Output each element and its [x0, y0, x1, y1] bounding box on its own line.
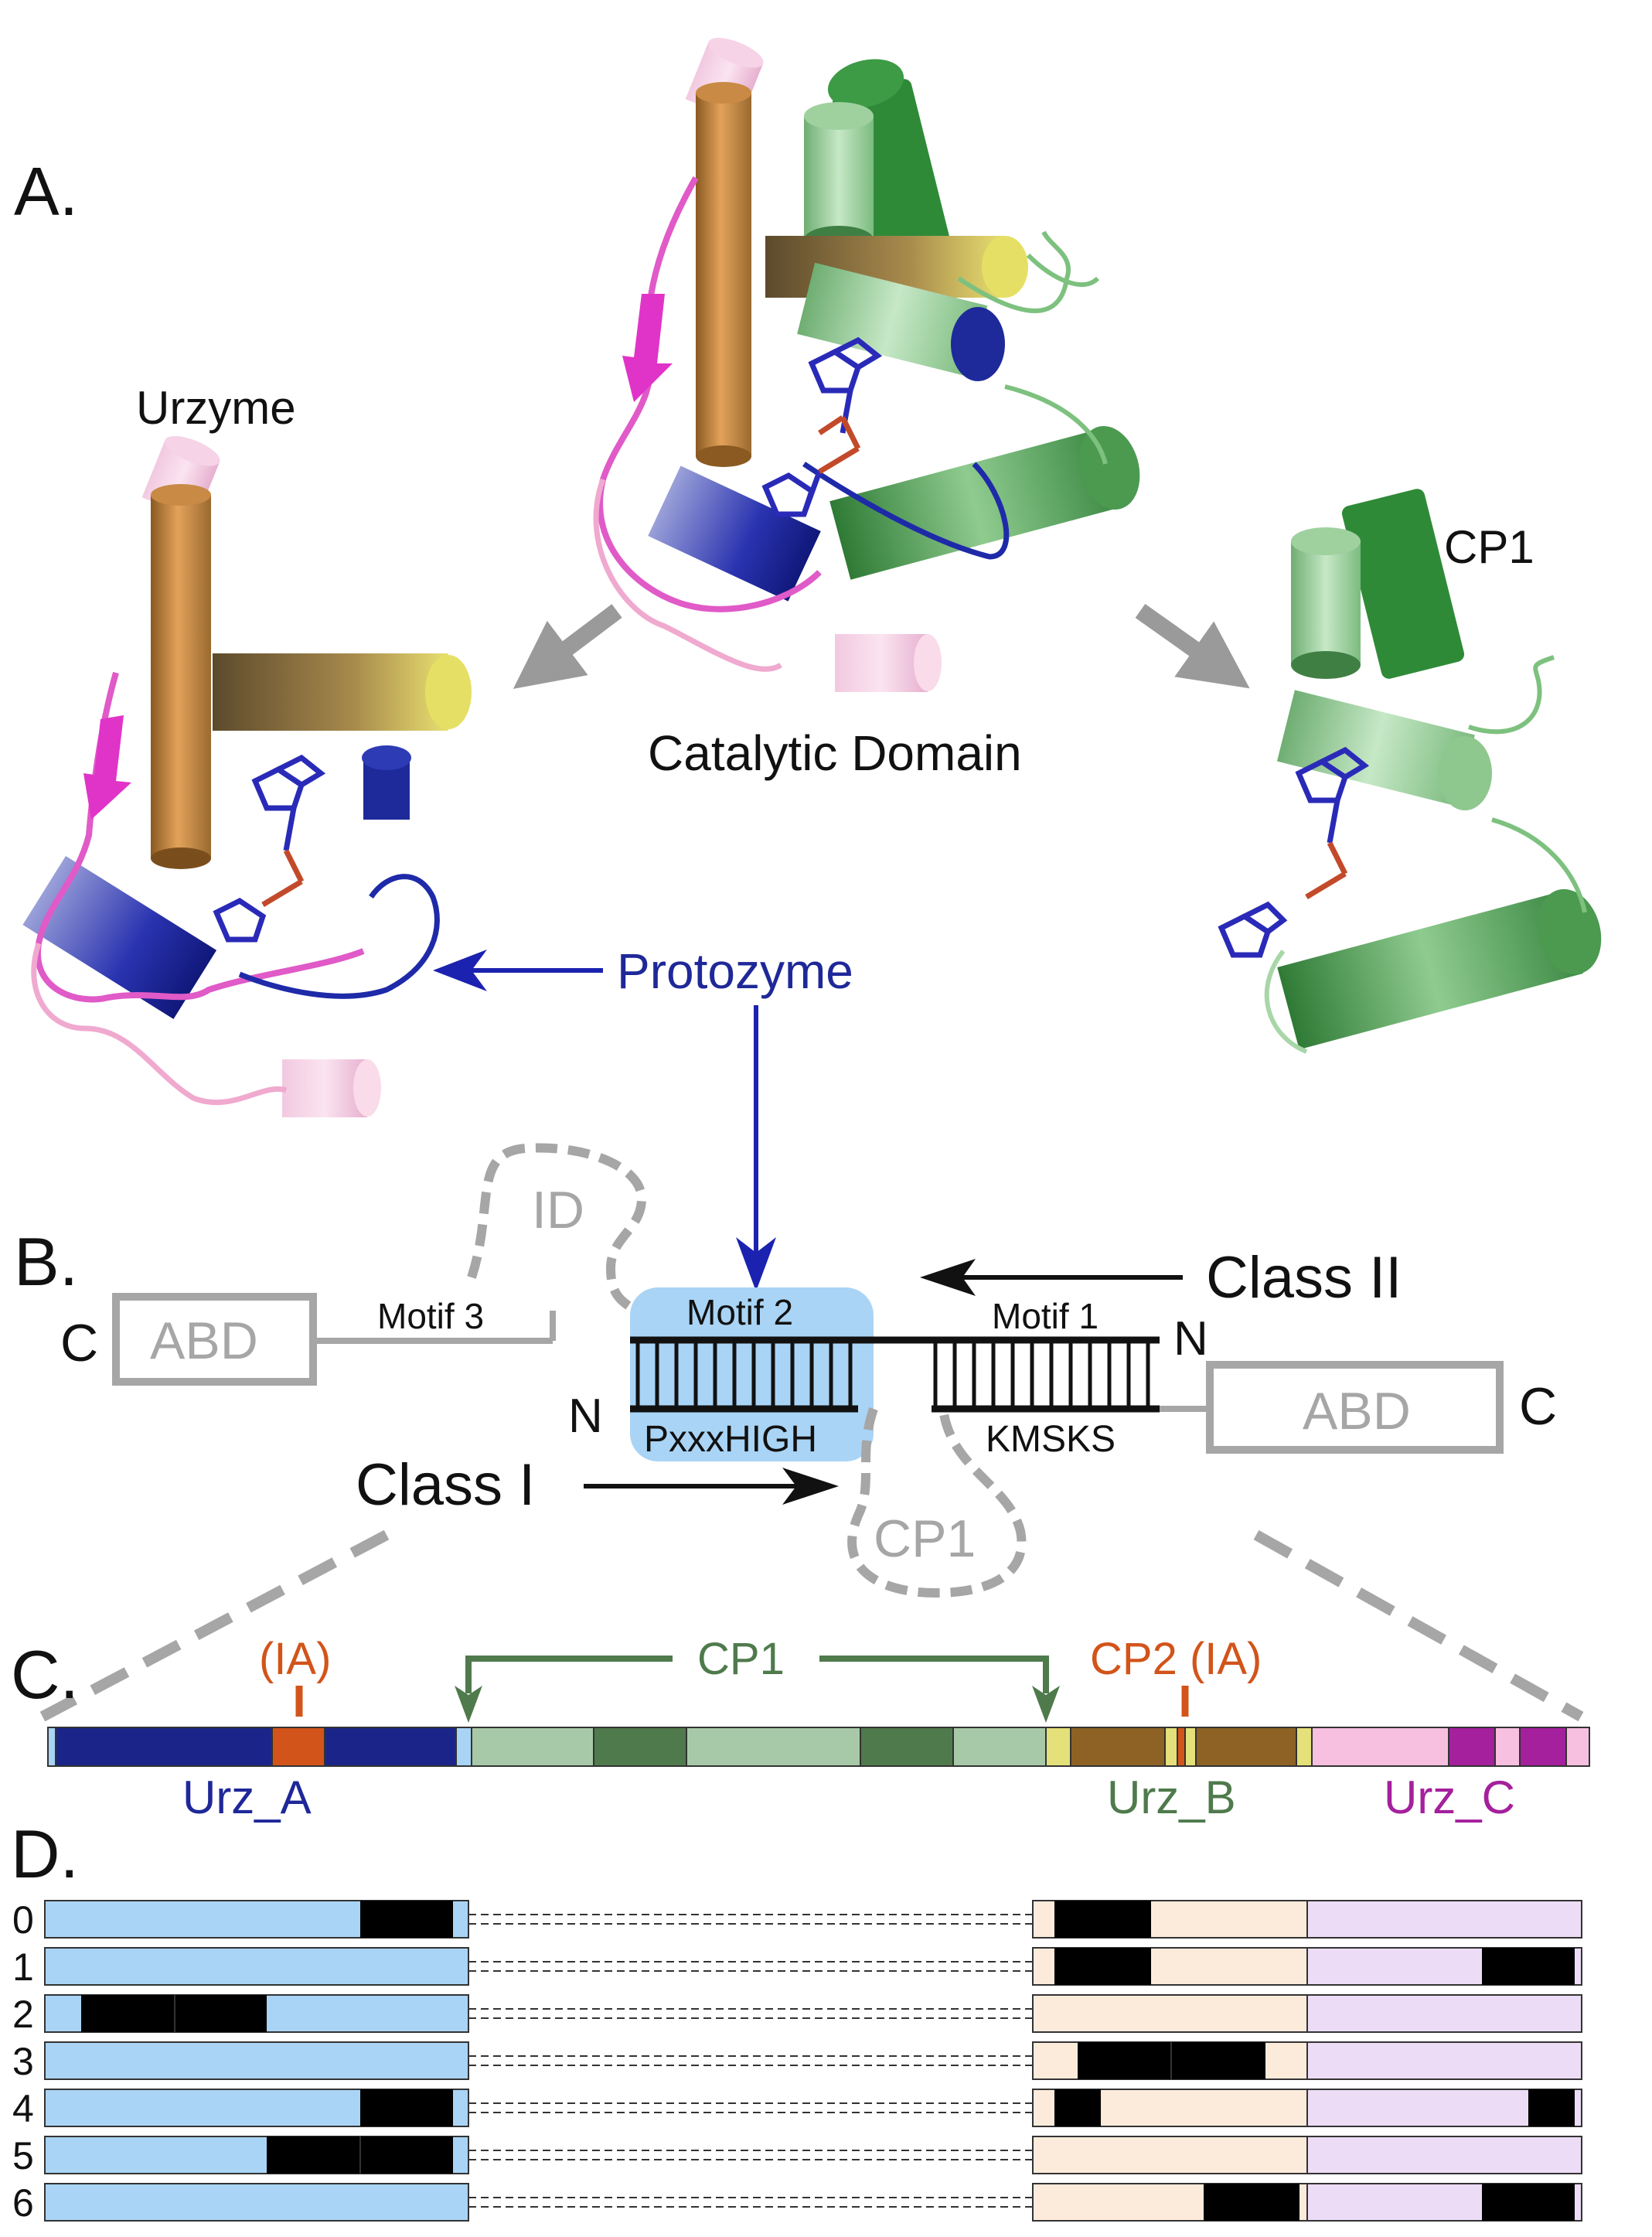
motif2-label: Motif 2 — [686, 1292, 793, 1332]
c-left-label: C — [60, 1314, 98, 1373]
panel-d-letter: D. — [11, 1816, 79, 1892]
construct-row: 6 — [12, 2181, 1582, 2225]
cp1-bracket-label: CP1 — [697, 1634, 785, 1684]
n-left-label: N — [568, 1390, 603, 1443]
construct-row: 1 — [12, 1945, 1582, 1989]
row-label: 0 — [12, 1898, 34, 1942]
protozyme-label: Protozyme — [617, 943, 853, 999]
urzyme-label: Urzyme — [136, 382, 296, 434]
cp1-bracket-left-head — [455, 1686, 482, 1723]
panel-c-letter: C. — [11, 1636, 79, 1713]
cp1-bracket-right-head — [1032, 1686, 1060, 1723]
row-label: 6 — [12, 2181, 34, 2225]
class-ii-arrowhead — [920, 1259, 976, 1296]
motif1-label: Motif 1 — [992, 1296, 1098, 1336]
class-ii-label: Class II — [1206, 1245, 1402, 1311]
class-i-arrowhead — [782, 1468, 839, 1505]
cp1-structure — [1218, 489, 1602, 1054]
abd-right-box — [1206, 1361, 1504, 1454]
row-label: 5 — [12, 2134, 34, 2177]
cp1-loop-label: CP1 — [874, 1509, 976, 1568]
urz-a-label: Urz_A — [182, 1772, 312, 1823]
sequence-bar — [47, 1727, 1590, 1767]
cp2-ia-label: CP2 (IA) — [1090, 1634, 1262, 1684]
row-label: 3 — [12, 2040, 34, 2083]
construct-row: 0 — [12, 1898, 1582, 1942]
protozyme-arrowhead-down — [736, 1237, 776, 1291]
row-label: 1 — [12, 1945, 34, 1989]
protozyme-arrowhead-left — [433, 950, 487, 991]
class-i-label: Class I — [356, 1452, 535, 1518]
c-right-label: C — [1519, 1377, 1557, 1436]
urz-c-label: Urz_C — [1384, 1772, 1515, 1823]
id-dashed-loop — [467, 1143, 647, 1311]
row-label: 2 — [12, 1993, 34, 2036]
zoom-line-right — [1253, 1529, 1584, 1722]
motif2-comb — [635, 1340, 853, 1409]
arrow-to-cp1 — [1135, 604, 1250, 689]
construct-row: 4 — [12, 2087, 1582, 2130]
construct-row: 2 — [12, 1993, 1582, 2036]
catalytic-domain-structure — [593, 38, 1140, 692]
panel-a-letter: A. — [14, 153, 78, 230]
motif3-label: Motif 3 — [377, 1296, 484, 1336]
cp1-structure-label: CP1 — [1444, 521, 1534, 573]
abd-left-label: ABD — [150, 1311, 258, 1370]
kmsks-label: KMSKS — [986, 1419, 1116, 1460]
row-label: 4 — [12, 2087, 34, 2130]
cp1-dashed-loop — [847, 1407, 1027, 1598]
abd-right-label: ABD — [1303, 1382, 1411, 1441]
cp1-bracket-left — [465, 1656, 673, 1693]
id-label: ID — [532, 1181, 584, 1240]
arrow-to-urzyme — [513, 604, 622, 689]
zoom-line-left — [39, 1529, 390, 1722]
construct-row: 5 — [12, 2134, 1582, 2177]
pxxxhigh-label: PxxxHIGH — [644, 1419, 817, 1460]
catalytic-domain-label: Catalytic Domain — [648, 725, 1022, 781]
urz-b-label: Urz_B — [1107, 1772, 1236, 1823]
ia-label: (IA) — [259, 1634, 331, 1684]
motif1-comb — [933, 1340, 1150, 1409]
construct-row: 3 — [12, 2040, 1582, 2083]
panel-b-letter: B. — [14, 1223, 78, 1300]
n-right-label: N — [1173, 1312, 1208, 1366]
urzyme-structure — [22, 436, 472, 1117]
cp1-bracket-right — [819, 1656, 1049, 1693]
